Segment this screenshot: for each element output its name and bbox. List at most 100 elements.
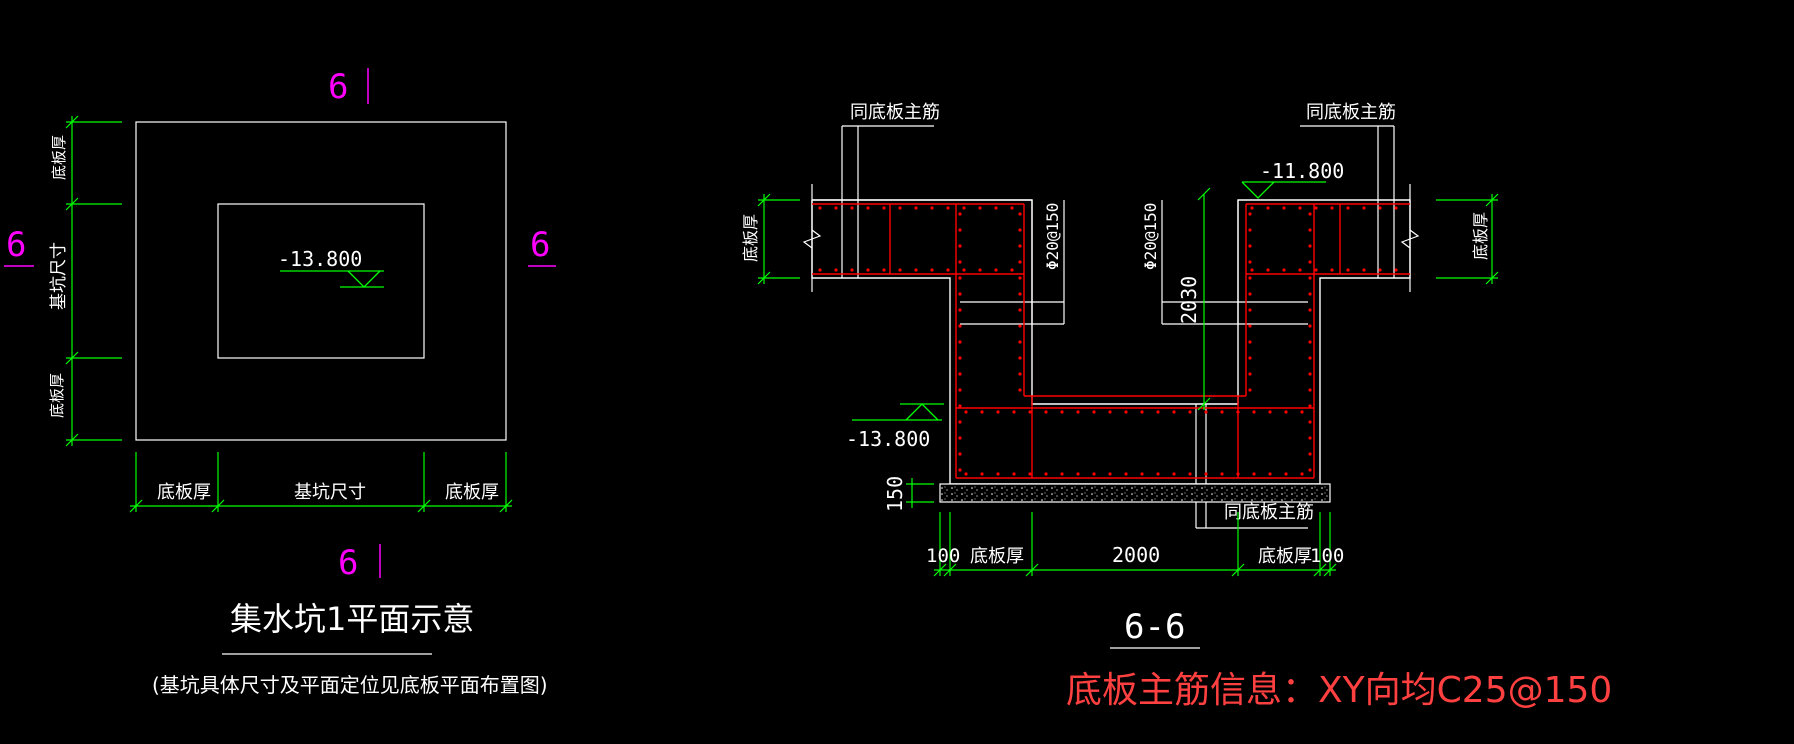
- rebar-dot: [1346, 206, 1350, 210]
- rebar-dot: [958, 308, 962, 312]
- rebar-dot: [1346, 268, 1350, 272]
- rebar-dot: [850, 206, 854, 210]
- rebar-dot: [1140, 410, 1144, 414]
- rebar-dot: [1330, 268, 1334, 272]
- rebar-dot: [1282, 206, 1286, 210]
- rebar-dot: [1188, 410, 1192, 414]
- plan-section-marks: [4, 68, 556, 578]
- rebar-dot: [1362, 268, 1366, 272]
- rebar-dot: [1308, 452, 1312, 456]
- rebar-dot: [1028, 410, 1032, 414]
- rebar-dot: [1284, 410, 1288, 414]
- rebar-dot: [1308, 372, 1312, 376]
- rebar-dot: [1252, 472, 1256, 476]
- rebar-dot: [1092, 472, 1096, 476]
- rebar-dot: [958, 372, 962, 376]
- section-dim-bottom-1: 100: [926, 545, 960, 567]
- rebar-dot: [964, 472, 968, 476]
- rebar-dot: [1248, 372, 1252, 376]
- side-dim-left-label: 底板厚: [741, 214, 760, 262]
- rebar-dot: [1282, 268, 1286, 272]
- depth-dim-label: 2030: [1177, 276, 1201, 324]
- rebar-dot: [1394, 268, 1398, 272]
- section-mark-left: 6: [6, 225, 26, 265]
- rebar-dot: [1252, 410, 1256, 414]
- rebar-dot: [1018, 324, 1022, 328]
- rebar-dot: [1018, 340, 1022, 344]
- wall-extension-lines: [811, 126, 1411, 324]
- rebar-dot: [866, 206, 870, 210]
- rebar-dot: [1308, 276, 1312, 280]
- rebar-dot: [1248, 340, 1252, 344]
- rebar-dot: [1314, 206, 1318, 210]
- rebar-dot: [930, 206, 934, 210]
- rebar-dot: [962, 268, 966, 272]
- rebar-dot: [1028, 472, 1032, 476]
- section-elevation-top-symbol: [1241, 181, 1326, 199]
- rebar-dot: [1012, 410, 1016, 414]
- rebar-dot: [1124, 410, 1128, 414]
- rebar-dot: [1250, 206, 1254, 210]
- rebar-dot: [1248, 356, 1252, 360]
- rebar-dot: [958, 452, 962, 456]
- break-symbol-left: [802, 229, 822, 249]
- rebar-dot: [996, 472, 1000, 476]
- callout-top-right: 同底板主筋: [1306, 102, 1396, 123]
- section-elevation-bottom-symbol: [852, 403, 944, 421]
- rebar-dot: [958, 244, 962, 248]
- rebar-dot: [1394, 206, 1398, 210]
- concrete-pad: [939, 483, 1331, 503]
- rebar-dot: [1220, 472, 1224, 476]
- rebar-dot: [958, 420, 962, 424]
- plan-dim-left-top: 底板厚: [50, 135, 68, 180]
- rebar-dot: [1018, 292, 1022, 296]
- callout-leaders: [842, 125, 1394, 529]
- rebar-dot: [1266, 206, 1270, 210]
- plan-dim-left: [65, 115, 122, 447]
- rebar-dot: [1248, 244, 1252, 248]
- rebar-dot: [946, 268, 950, 272]
- rebar-dot: [994, 268, 998, 272]
- rebar-dot: [1362, 206, 1366, 210]
- section-mark-bottom: 6: [338, 543, 358, 583]
- side-dim-right-label: 底板厚: [1471, 212, 1490, 260]
- rebar-dot: [1092, 410, 1096, 414]
- rebar-dot: [1308, 228, 1312, 232]
- rebar-dot: [1300, 472, 1304, 476]
- rebar-dot: [1018, 244, 1022, 248]
- rebar-dot: [1044, 410, 1048, 414]
- section-dim-bottom: [933, 512, 1337, 577]
- rebar-dot: [980, 472, 984, 476]
- rebar-dot: [1156, 410, 1160, 414]
- rebar-dot: [1010, 268, 1014, 272]
- break-symbol-right: [1400, 229, 1420, 249]
- section-elevation-top: -11.800: [1260, 159, 1344, 183]
- callout-top-left: 同底板主筋: [850, 102, 940, 123]
- rebar-dot: [958, 404, 962, 408]
- rebar-dot: [1236, 410, 1240, 414]
- rebar-dot: [978, 268, 982, 272]
- rebar-dot: [1018, 388, 1022, 392]
- rebar-dot: [980, 410, 984, 414]
- rebar-dot: [958, 356, 962, 360]
- plan-dim-bottom: [129, 452, 513, 513]
- rebar-dot: [1236, 472, 1240, 476]
- rebar-dot: [882, 268, 886, 272]
- rebar-dot: [1268, 410, 1272, 414]
- rebar-dot: [1018, 356, 1022, 360]
- rebar-dot: [898, 268, 902, 272]
- section-view: -11.800 -13.800 同底板主筋 同底板主筋 同底板主筋 Φ20@15…: [741, 102, 1499, 649]
- rebar-dot: [1248, 388, 1252, 392]
- rebar-dot: [1308, 324, 1312, 328]
- rebar-dot: [1308, 436, 1312, 440]
- plan-title: 集水坑1平面示意: [230, 600, 474, 638]
- side-dim-right: [1436, 193, 1499, 285]
- rebar-dot: [1378, 268, 1382, 272]
- plan-elevation-label: -13.800: [278, 247, 362, 271]
- rebar-dot: [882, 206, 886, 210]
- rebar-dot: [1010, 206, 1014, 210]
- rebar-label-left: Φ20@150: [1043, 203, 1062, 270]
- rebar-dot: [1044, 472, 1048, 476]
- rebar-dot: [930, 268, 934, 272]
